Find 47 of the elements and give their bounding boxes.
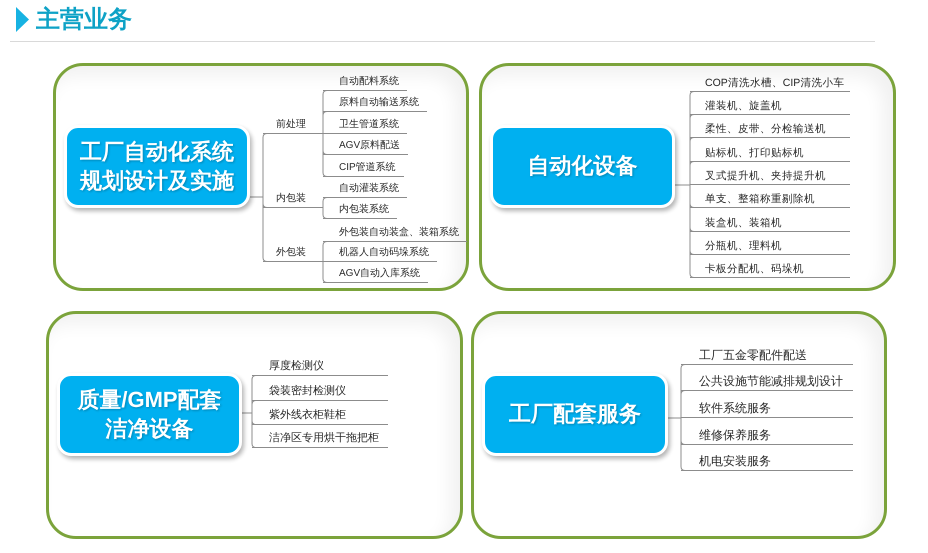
rounded-panel xyxy=(471,311,887,539)
rounded-panel xyxy=(53,63,469,291)
topic-box: 自动化设备 xyxy=(490,125,675,208)
leaf-label: 自动灌装系统 xyxy=(323,180,407,198)
leaf-label: AGV原料配送 xyxy=(323,137,408,155)
leaf-label: 灌装机、旋盖机 xyxy=(690,95,850,115)
connector-line xyxy=(674,184,694,278)
leaf-label: 机电安装服务 xyxy=(681,449,853,471)
branch-label: 前处理 xyxy=(263,116,313,134)
leaf-label: 贴标机、打印贴标机 xyxy=(690,142,850,162)
leaf-label: 机器人自动码垛系统 xyxy=(323,244,437,262)
branch-label: 内包装 xyxy=(263,190,313,208)
leaf-label: 工厂五金零配件配送 xyxy=(681,343,853,365)
leaf-label: 软件系统服务 xyxy=(681,396,853,418)
connector-line xyxy=(312,133,328,177)
leaf-label: 内包装系统 xyxy=(323,201,397,219)
leaf-label: 袋装密封检测仪 xyxy=(252,381,388,401)
connector-line xyxy=(312,207,328,219)
leaf-label: 柔性、皮带、分检输送机 xyxy=(690,118,850,138)
leaf-label: 厚度检测仪 xyxy=(252,356,388,376)
topic-box: 质量/GMP配套洁净设备 xyxy=(57,373,242,456)
leaf-label: 装盒机、装箱机 xyxy=(690,212,850,232)
leaf-label: CIP管道系统 xyxy=(323,159,404,177)
leaf-label: 维修保养服务 xyxy=(681,423,853,445)
page-title: 主营业务 xyxy=(36,6,132,35)
leaf-label: 紫外线衣柜鞋柜 xyxy=(252,405,388,425)
connector-line xyxy=(312,261,328,283)
leaf-label: 自动配料系统 xyxy=(323,73,407,91)
connector-line xyxy=(242,412,256,448)
leaf-label: AGV自动入库系统 xyxy=(323,265,428,283)
rounded-panel xyxy=(46,311,463,539)
leaf-label: 公共设施节能减排规划设计 xyxy=(681,369,853,391)
topic-box: 工厂配套服务 xyxy=(482,373,668,456)
leaf-label: 原料自动输送系统 xyxy=(323,94,427,112)
leaf-label: 卫生管道系统 xyxy=(323,116,407,134)
branch-label: 外包装 xyxy=(263,244,313,262)
leaf-label: 分瓶机、理料机 xyxy=(690,235,850,255)
connector-line xyxy=(250,196,268,262)
connector-line xyxy=(668,418,686,471)
leaf-label: 单支、整箱称重剔除机 xyxy=(690,188,850,208)
leaf-label: 叉式提升机、夹持提升机 xyxy=(690,165,850,185)
leaf-label: 卡板分配机、码垛机 xyxy=(690,258,850,278)
leaf-label: COP清洗水槽、CIP清洗小车 xyxy=(690,72,850,92)
topic-box: 工厂自动化系统规划设计及实施 xyxy=(64,125,250,208)
leaf-label: 外包装自动装盒、装箱系统 xyxy=(323,224,467,242)
leaf-label: 洁净区专用烘干拖把柜 xyxy=(252,428,388,448)
rounded-panel xyxy=(479,63,896,291)
